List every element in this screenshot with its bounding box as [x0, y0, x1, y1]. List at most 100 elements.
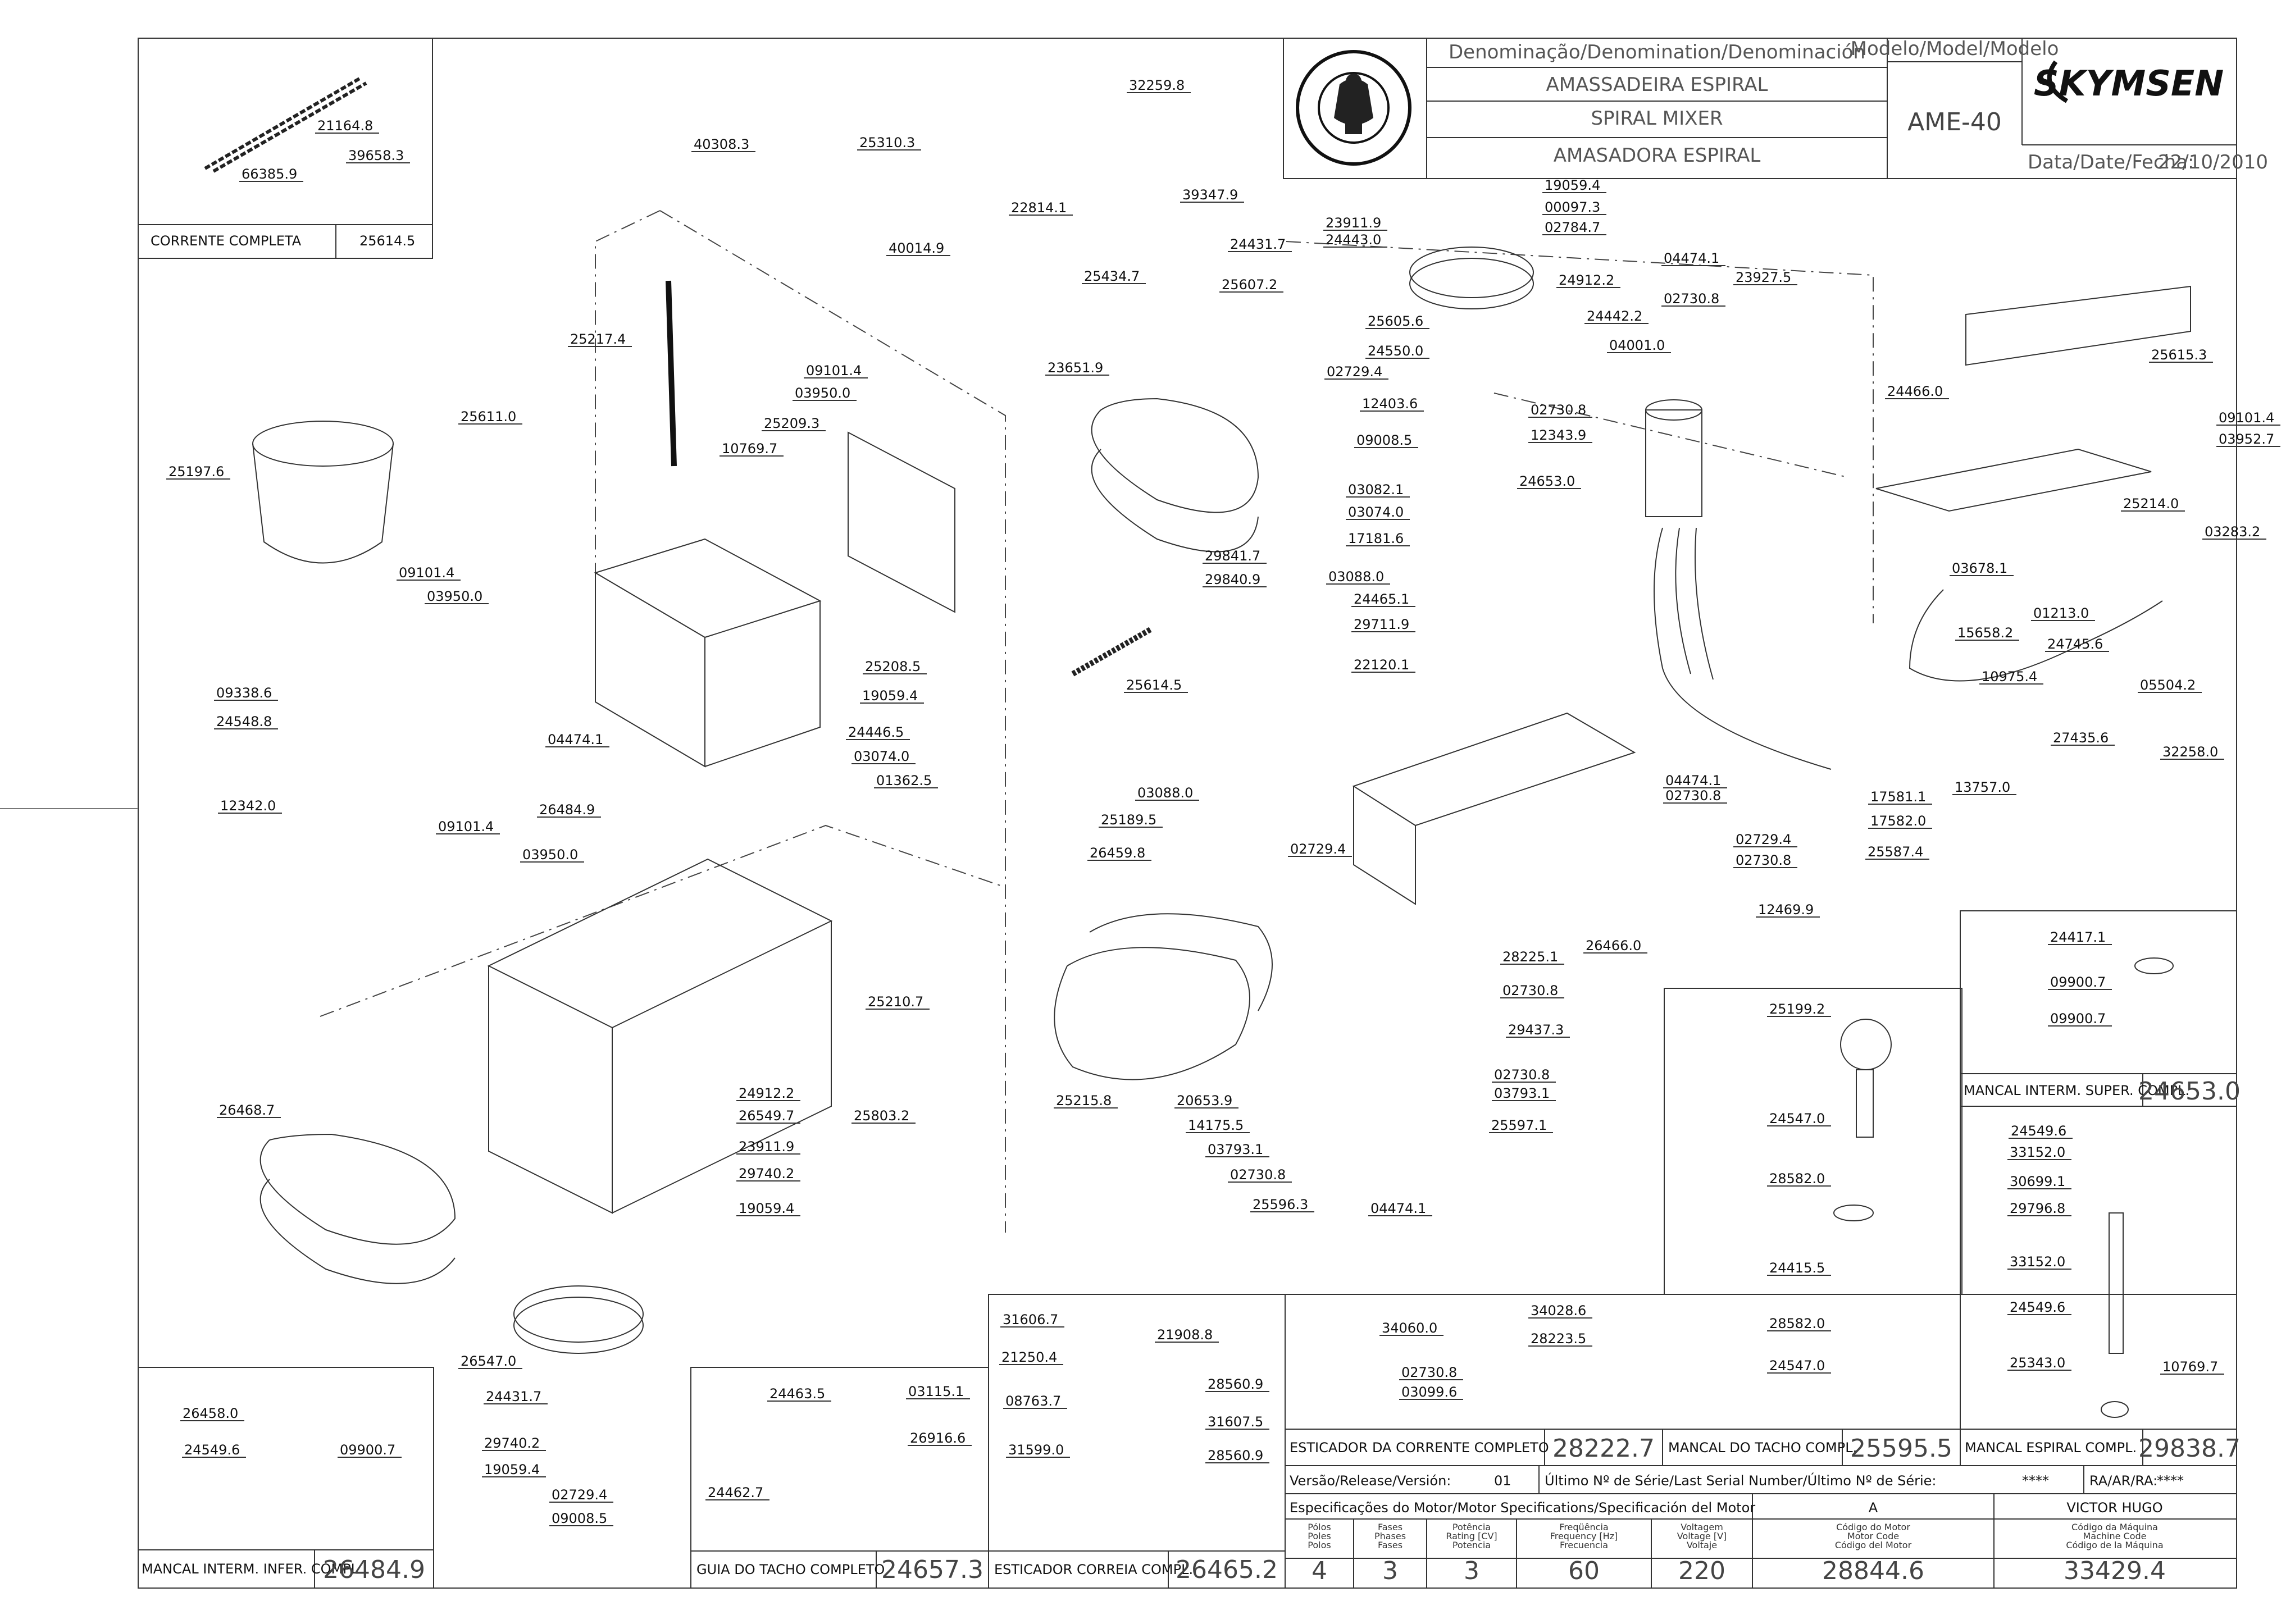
part-number-label: 24465.1: [1354, 591, 1409, 607]
part-number-label: 02729.4: [552, 1487, 607, 1503]
part-number-label: 19059.4: [484, 1462, 540, 1477]
part-number-label: 24442.2: [1587, 308, 1642, 324]
part-number-label: 29840.9: [1205, 572, 1260, 587]
part-number-label: 28582.0: [1769, 1171, 1825, 1187]
part-number-label: 09900.7: [340, 1442, 395, 1458]
motor-spec-value: 33429.4: [2064, 1557, 2166, 1585]
part-number-label: 17581.1: [1870, 789, 1926, 805]
part-number-label: 24415.5: [1769, 1260, 1825, 1276]
brand-logo: SKYMSEN: [2034, 63, 2224, 104]
part-number-label: 09101.4: [438, 819, 494, 834]
part-number-label: 28225.1: [1502, 949, 1558, 965]
part-number-label: 02730.8: [1401, 1365, 1457, 1380]
assembly-code-mancal-tacho: 25595.5: [1850, 1434, 1952, 1463]
part-number-label: 24462.7: [708, 1485, 763, 1500]
motor-spec-label: Fases: [1378, 1540, 1402, 1550]
part-number-label: 03950.0: [522, 847, 578, 863]
motor-spec-header: Especificações do Motor/Motor Specificat…: [1290, 1500, 1755, 1516]
assembly-box-corrente: CORRENTE COMPLETA 25614.5: [138, 38, 433, 259]
part-number-label: 32258.0: [2162, 744, 2218, 760]
assembly-name-mancal-infer: MANCAL INTERM. INFER. COMPL.: [142, 1561, 363, 1577]
part-number-label: 25343.0: [2010, 1355, 2065, 1371]
motor-spec-label: Polos: [1308, 1540, 1331, 1550]
part-number-label: 17181.6: [1348, 531, 1404, 546]
part-number-label: 03678.1: [1952, 560, 2007, 576]
part-number-label: 29796.8: [2010, 1201, 2065, 1216]
part-number-label: 03099.6: [1401, 1384, 1457, 1400]
authorized-service-seal: [1296, 50, 1411, 166]
part-number-label: 24417.1: [2050, 929, 2106, 945]
version-label: Versão/Release/Versión:: [1290, 1473, 1451, 1489]
part-number-label: 20653.9: [1177, 1093, 1232, 1108]
motor-spec-label: Motor Code: [1847, 1531, 1899, 1541]
part-number-label: 02730.8: [1736, 852, 1791, 868]
motor-spec-label: Voltaje: [1687, 1540, 1717, 1550]
ra-value: ****: [2157, 1473, 2184, 1489]
part-number-label: 26459.8: [1090, 845, 1145, 861]
part-number-label: 24431.7: [486, 1389, 541, 1404]
part-number-label: 25214.0: [2123, 496, 2179, 512]
part-number-label: 25199.2: [1769, 1001, 1825, 1017]
last-serial-value: ****: [2022, 1473, 2049, 1489]
part-number-label: 01213.0: [2033, 605, 2089, 621]
part-number-label: 25208.5: [865, 659, 921, 674]
part-number-label: 25197.6: [169, 464, 224, 480]
assembly-name-esticador-corrente: ESTICADOR DA CORRENTE COMPLETO: [1290, 1440, 1549, 1456]
part-number-label: 33152.0: [2010, 1254, 2065, 1270]
part-number-label: 25215.8: [1056, 1093, 1112, 1108]
part-number-label: 19059.4: [862, 688, 918, 704]
part-number-label: 02729.4: [1290, 841, 1346, 857]
motor-spec-columns: PólosPolesPolos4FasesPhasesFases3Potênci…: [1308, 1522, 2166, 1585]
assembly-code-guia-tacho: 24657.3: [881, 1555, 983, 1584]
part-number-label: 29711.9: [1354, 617, 1409, 632]
part-number-label: 10975.4: [1982, 669, 2037, 685]
motor-spec-label: Código da Máquina: [2071, 1522, 2158, 1532]
part-number-label: 29740.2: [484, 1435, 540, 1451]
part-number-label: 09101.4: [2219, 410, 2274, 426]
part-number-label: 25189.5: [1101, 812, 1156, 828]
part-number-label: 03793.1: [1208, 1142, 1263, 1157]
motor-spec-label: Pólos: [1308, 1522, 1331, 1532]
part-number-label: 23651.9: [1048, 360, 1103, 376]
part-number-label: 26547.0: [461, 1353, 516, 1369]
part-number-label: 02729.4: [1327, 364, 1382, 380]
part-number-label: 00097.3: [1545, 199, 1600, 215]
part-number-label: 04474.1: [1370, 1201, 1426, 1216]
motor-spec-label: Fases: [1378, 1522, 1402, 1532]
part-number-label: 40308.3: [694, 136, 749, 152]
part-number-label: 24548.8: [216, 714, 272, 729]
motor-spec-label: Código do Motor: [1836, 1522, 1910, 1532]
assembly-box-guia-tacho: GUIA DO TACHO COMPLETO 24657.3: [690, 1367, 989, 1589]
part-number-label: 25209.3: [764, 416, 819, 431]
part-number-label: 21908.8: [1157, 1327, 1213, 1343]
part-number-label: 31606.7: [1003, 1312, 1058, 1328]
part-number-label: 19059.4: [739, 1201, 794, 1216]
motor-spec-label: Voltage [V]: [1677, 1531, 1727, 1541]
part-number-label: 03074.0: [1348, 504, 1404, 520]
model-header: Modelo/Model/Modelo: [1851, 38, 2059, 60]
version-value: 01: [1494, 1473, 1511, 1489]
part-number-label: 27435.6: [2053, 730, 2109, 746]
part-number-label: 33152.0: [2010, 1144, 2065, 1160]
part-number-label: 24466.0: [1887, 384, 1943, 399]
motor-spec-label: Rating [CV]: [1446, 1531, 1497, 1541]
part-number-label: 08763.7: [1005, 1393, 1061, 1409]
motor-spec-label: Poles: [1308, 1531, 1331, 1541]
part-number-label: 09101.4: [399, 565, 454, 581]
part-number-label: 23911.9: [739, 1139, 794, 1155]
part-number-label: 26458.0: [183, 1406, 238, 1421]
part-number-label: 04474.1: [1664, 250, 1719, 266]
part-number-label: 34028.6: [1531, 1303, 1586, 1319]
part-number-label: 26484.9: [539, 802, 595, 818]
part-number-label: 03950.0: [427, 589, 482, 604]
part-number-label: 03952.7: [2219, 431, 2274, 447]
part-number-label: 25596.3: [1253, 1197, 1308, 1212]
part-number-label: 26466.0: [1586, 938, 1641, 954]
part-number-label: 39658.3: [348, 148, 404, 163]
motor-spec-label: Freqüência: [1559, 1522, 1608, 1532]
part-number-label: 19059.4: [1545, 177, 1600, 193]
part-number-label: 03088.0: [1137, 785, 1193, 801]
part-number-label: 31607.5: [1208, 1414, 1263, 1430]
